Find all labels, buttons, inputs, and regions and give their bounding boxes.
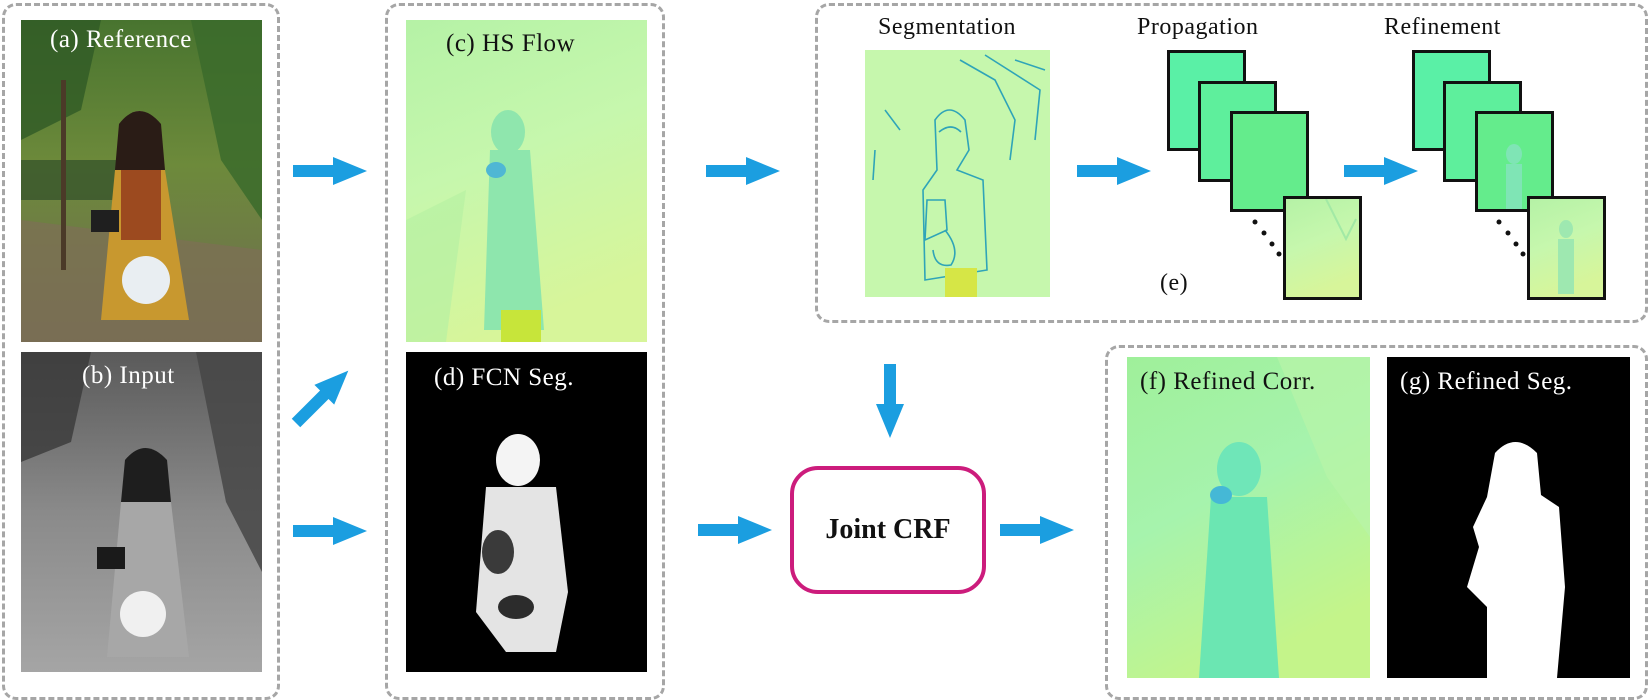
refinement-frame-3 <box>1475 111 1554 212</box>
refined-corr-image <box>1127 357 1370 678</box>
group-initial-estimates <box>385 3 665 700</box>
segmentation-label: Segmentation <box>878 14 1016 40</box>
refinement-ellipsis <box>1496 218 1526 263</box>
pipeline-group-label: (e) <box>1160 270 1189 296</box>
segmentation-image <box>865 50 1050 297</box>
fcn-seg-image <box>406 352 647 672</box>
input-label: (b) Input <box>82 362 175 389</box>
arrow-fcn-to-crf <box>698 516 772 544</box>
propagation-ellipsis <box>1252 218 1282 263</box>
refined-seg-image <box>1387 357 1630 678</box>
arrow-flow-to-segmentation <box>706 157 780 185</box>
hs-flow-label: (c) HS Flow <box>446 30 576 57</box>
group-pipeline <box>815 3 1648 323</box>
propagation-label: Propagation <box>1137 14 1259 40</box>
refined-corr-label: (f) Refined Corr. <box>1140 368 1316 395</box>
reference-image <box>21 20 262 342</box>
reference-label: (a) Reference <box>50 26 192 53</box>
input-image <box>21 352 262 672</box>
fcn-seg-label: (d) FCN Seg. <box>434 364 575 391</box>
arrow-input-to-fcn <box>293 517 367 545</box>
hs-flow-image <box>406 20 647 342</box>
refinement-label: Refinement <box>1384 14 1501 40</box>
arrow-input-to-flow <box>286 360 359 433</box>
propagation-frame-last <box>1283 196 1362 300</box>
arrow-reference-to-flow <box>293 157 367 185</box>
propagation-frame-3 <box>1230 111 1309 212</box>
group-refined-results <box>1105 345 1648 700</box>
arrow-pipeline-to-crf <box>876 364 904 438</box>
refined-seg-label: (g) Refined Seg. <box>1400 368 1573 395</box>
arrow-propagation-to-refinement <box>1344 157 1418 185</box>
arrow-crf-to-refined <box>1000 516 1074 544</box>
joint-crf-box: Joint CRF <box>790 466 986 594</box>
joint-crf-label: Joint CRF <box>825 514 951 545</box>
group-inputs <box>2 3 280 700</box>
arrow-segmentation-to-propagation <box>1077 157 1151 185</box>
refinement-frame-last <box>1527 196 1606 300</box>
